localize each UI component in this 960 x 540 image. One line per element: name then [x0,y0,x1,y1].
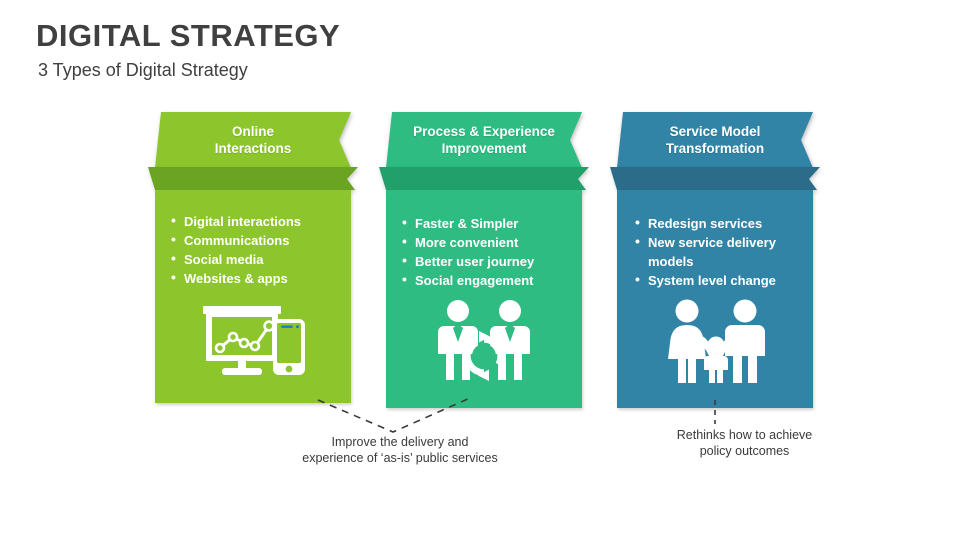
column-title-line2: Transformation [665,141,765,156]
column-title-line2: Interactions [214,141,292,156]
list-item: Redesign services [635,213,803,233]
caption-line-2: policy outcomes [699,444,790,458]
list-item: Websites & apps [171,268,341,288]
banner-top-shape-1 [155,112,351,168]
page-subtitle: 3 Types of Digital Strategy [38,60,248,80]
icon-slot-3 [617,298,813,384]
column-process-experience-improvement[interactable]: Process & Experience Improvement Faster … [379,112,589,408]
monitor-chart-mobile-icon [203,306,305,375]
banner-fold-shape-2 [379,167,589,190]
bullet-list-2: Faster & Simpler More convenient Better … [386,190,582,290]
caption-line-2: experience of ‘as-is’ public services [302,451,498,465]
list-item: Better user journey [402,251,572,271]
list-item: Social media [171,249,341,269]
column-title-line2: Improvement [441,141,527,156]
banner-process-experience: Process & Experience Improvement [379,112,589,190]
banner-fold-shape-3 [610,167,820,190]
panel-service-model: Redesign services New service delivery m… [617,190,813,408]
banner-top-shape-2 [386,112,582,168]
page-title: DIGITAL STRATEGY [36,18,341,53]
list-item: Faster & Simpler [402,213,572,233]
icon-slot-1 [155,302,351,380]
list-item: System level change [635,270,803,290]
family-group-icon [668,299,765,383]
banner-top-shape-3 [617,112,813,168]
column-title-3: Service Model Transformation [617,123,813,157]
column-title-1: Online Interactions [155,123,351,157]
list-item: Digital interactions [171,211,341,231]
caption-improve-delivery: Improve the delivery and experience of ‘… [265,434,535,466]
banner-fold-shape-1 [148,167,358,190]
column-online-interactions[interactable]: Online Interactions Digital interactions… [148,112,358,403]
list-item: New service delivery models [635,232,803,271]
column-title-line1: Process & Experience [413,124,555,139]
caption-rethinks-policy: Rethinks how to achieve policy outcomes [622,427,867,459]
column-service-model-transformation[interactable]: Service Model Transformation Redesign se… [610,112,820,408]
list-item: Social engagement [402,270,572,290]
list-item: Communications [171,230,341,250]
column-title-line1: Service Model [669,124,761,139]
bullet-list-3: Redesign services New service delivery m… [617,190,813,290]
column-title-2: Process & Experience Improvement [386,123,582,157]
two-people-cycle-icon [438,300,530,381]
bullet-list-1: Digital interactions Communications Soci… [155,190,351,288]
caption-line-1: Improve the delivery and [331,435,469,449]
banner-online-interactions: Online Interactions [148,112,358,190]
panel-process-experience: Faster & Simpler More convenient Better … [386,190,582,408]
caption-line-1: Rethinks how to achieve [676,428,813,442]
banner-service-model: Service Model Transformation [610,112,820,190]
column-title-line1: Online [231,124,274,139]
icon-slot-2 [386,298,582,382]
panel-online-interactions: Digital interactions Communications Soci… [155,190,351,403]
list-item: More convenient [402,232,572,252]
